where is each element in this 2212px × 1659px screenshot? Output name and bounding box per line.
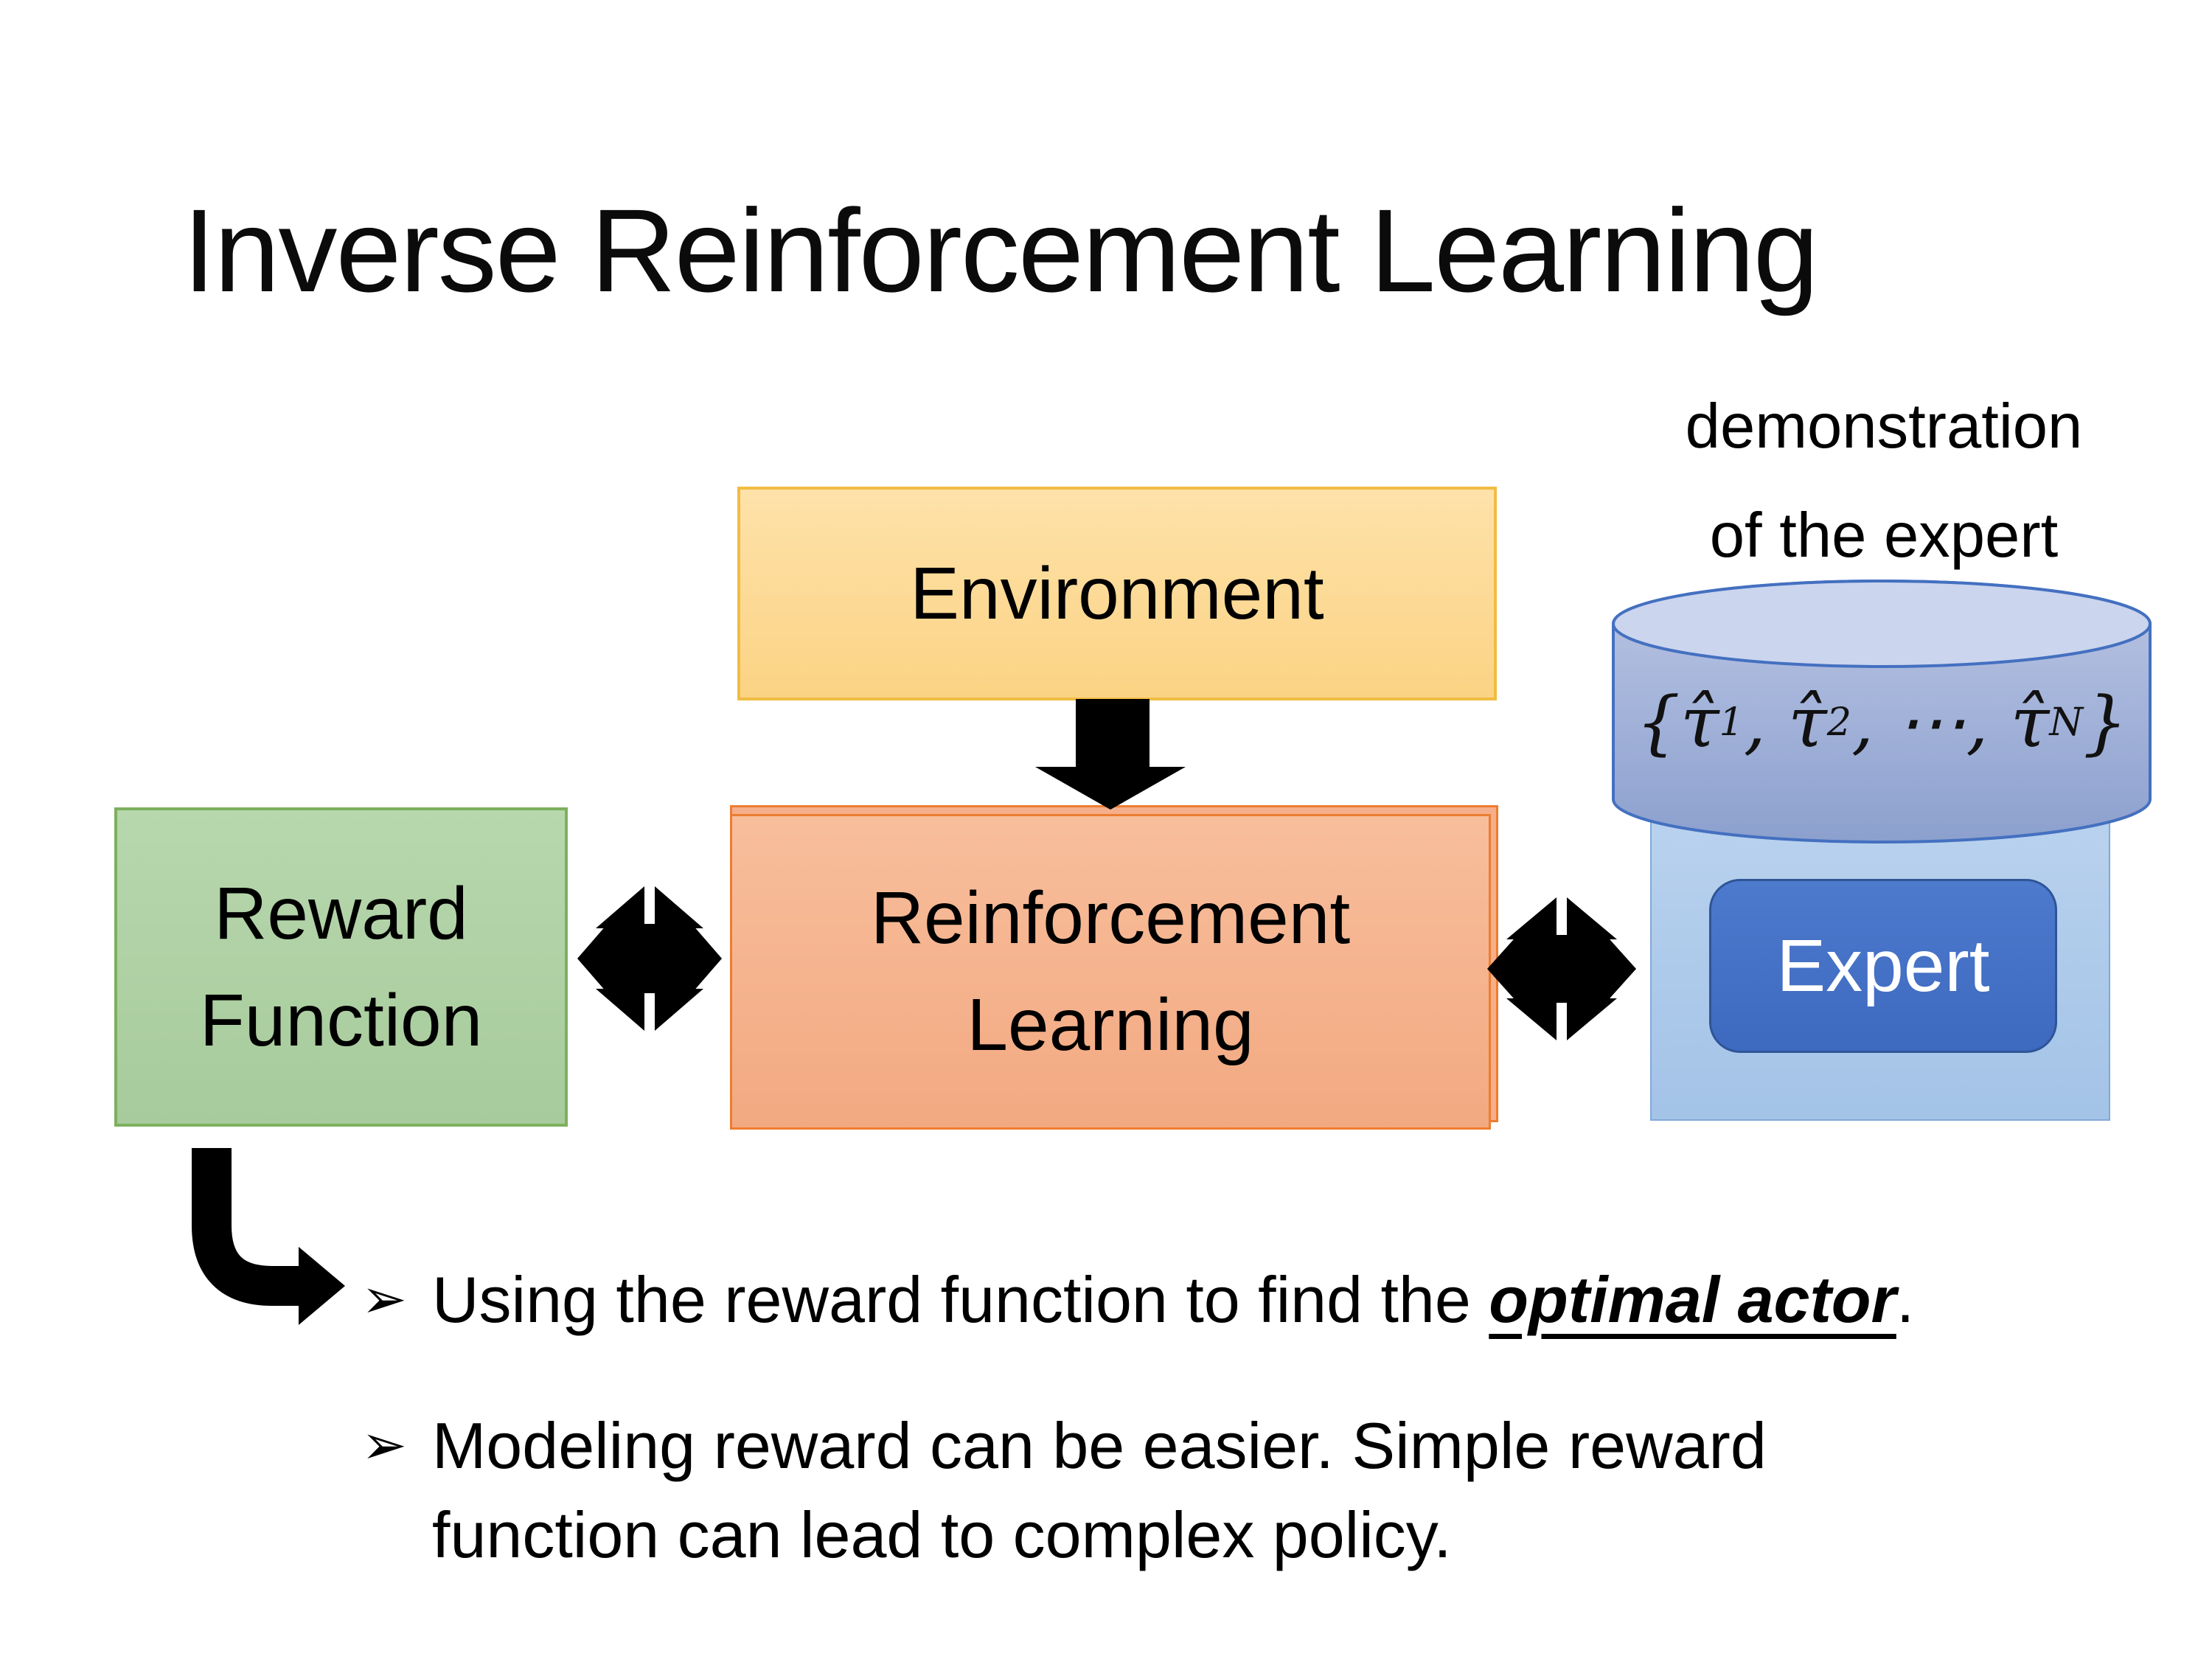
page-title: Inverse Reinforcement Learning <box>183 184 1819 316</box>
tau-hat-1: τ̂ <box>1680 682 1719 763</box>
demonstration-caption: demonstration of the expert <box>1585 372 2183 591</box>
tau-hat-2: τ̂ <box>1788 682 1827 763</box>
bullet-item-2-text: Modeling reward can be easier. Simple re… <box>432 1409 1767 1571</box>
environment-box: Environment <box>737 487 1497 700</box>
bullet-item-2: ➢ Modeling reward can be easier. Simple … <box>361 1401 2057 1579</box>
demonstration-caption-line1: demonstration <box>1685 392 2083 462</box>
tau-hat-N: τ̂ <box>2010 682 2050 763</box>
expert-button: Expert <box>1709 879 2057 1053</box>
environment-label: Environment <box>910 552 1324 635</box>
bullet-item-1: ➢ Using the reward function to find the … <box>361 1255 2131 1344</box>
down-arrow-icon <box>1035 699 1186 810</box>
demonstration-caption-line2: of the expert <box>1709 501 2059 571</box>
cdots: ⋯ <box>1896 682 1966 763</box>
optimal-actor-emphasis: optimal actor <box>1489 1263 1896 1336</box>
elbow-arrow-icon <box>192 1148 345 1325</box>
expert-label: Expert <box>1776 924 1990 1007</box>
bullet-arrow-icon: ➢ <box>361 1413 408 1477</box>
bullet-item-1-text: Using the reward function to find the op… <box>432 1263 1915 1336</box>
bullet-arrow-icon: ➢ <box>361 1267 408 1331</box>
double-arrow-right-icon <box>1487 897 1636 1040</box>
trajectory-set-formula: {τ̂1, τ̂2, ⋯, τ̂N} <box>1635 682 2128 763</box>
double-arrow-left-icon <box>577 886 722 1031</box>
